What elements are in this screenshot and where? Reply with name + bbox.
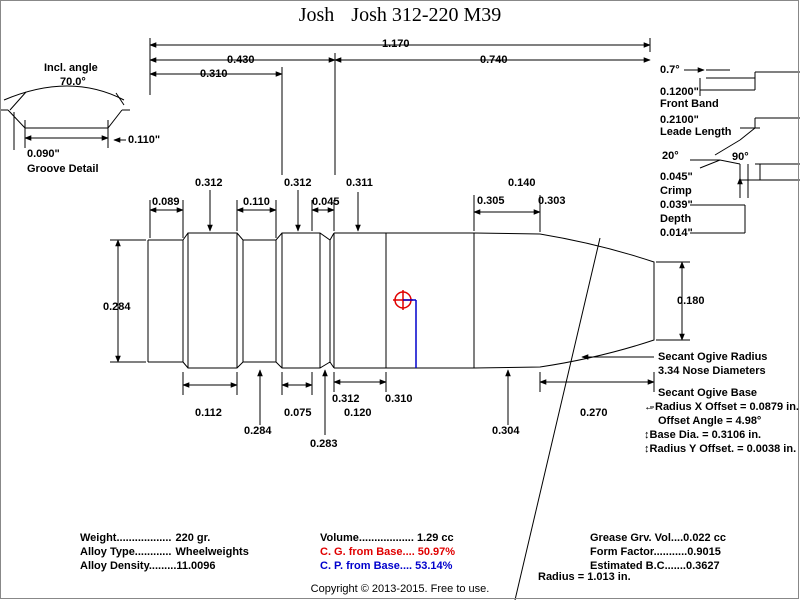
crimp-label: Crimp [660, 185, 692, 197]
dim-0140: 0.140 [508, 177, 536, 189]
dim-0312-lower: 0.312 [332, 393, 360, 405]
dim-0110: 0.110 [243, 196, 270, 208]
ogive-base-title: Secant Ogive Base [658, 387, 758, 399]
band-angle: 0.7° [660, 64, 680, 76]
dim-310-top: 0.310 [200, 68, 228, 80]
angle-20: 20° [662, 150, 679, 162]
ogive-radius-label: Secant Ogive Radius [658, 351, 768, 363]
dim-band1-dia: 0.312 [195, 177, 223, 189]
cp-marker [403, 299, 417, 368]
dim-overall-length: 1.170 [382, 38, 410, 50]
incl-angle-value: 70.0° [60, 76, 86, 88]
stat-weight: Weight..................220 gr. [80, 532, 211, 544]
groove-detail-caption: Groove Detail [27, 163, 99, 175]
bullet-outline [147, 232, 655, 369]
dim-meplat: 0.180 [677, 295, 705, 307]
stats-right: Grease Grv. Vol....0.022 cc Form Factor.… [590, 531, 726, 573]
crimp-depth-value: 0.039" [660, 199, 693, 211]
dim-base-dia: 0.284 [103, 301, 131, 313]
copyright-notice: Copyright © 2013-2015. Free to use. [310, 583, 490, 595]
dim-band2-dia: 0.312 [284, 177, 312, 189]
updown-arrow-icon: ↕ [644, 443, 650, 455]
left-arrow-icon: ← [644, 401, 655, 413]
ogive-radius-y: ↕Radius Y Offset. = 0.0038 in. [644, 443, 797, 455]
groove-width: 0.090" [27, 148, 60, 160]
angle-90: 90° [732, 151, 749, 163]
stat-cp-from-base: C. P. from Base....53.14% [320, 560, 453, 572]
ogive-base-dia: ↕Base Dia. = 0.3106 in. [644, 429, 762, 441]
dim-0045: 0.045 [312, 196, 340, 208]
dim-0112: 0.112 [195, 407, 222, 419]
stat-volume: Volume..................1.29 cc [320, 532, 454, 544]
stats-left: Weight..................220 gr. Alloy Ty… [80, 531, 249, 573]
title-design: Josh 312-220 M39 [351, 4, 502, 26]
depth-label: Depth [660, 213, 692, 225]
stats-middle: Volume..................1.29 cc C. G. fr… [320, 531, 455, 573]
dim-0303: 0.303 [538, 195, 566, 207]
dim-430: 0.430 [227, 54, 255, 66]
dim-0270: 0.270 [580, 407, 608, 419]
front-band-label: Front Band [660, 98, 719, 110]
updown-arrow-icon: ↕ [644, 429, 650, 441]
stat-alloy-density: Alloy Density.........11.0096 [80, 560, 216, 572]
ogive-radius-line [514, 237, 601, 600]
title-designer: Josh [298, 4, 335, 26]
crimp-value: 0.045" [660, 171, 693, 183]
dim-0305: 0.305 [477, 195, 505, 207]
dim-0089: 0.089 [152, 196, 180, 208]
groove-detail-arc [3, 85, 125, 101]
ogive-nose-diameters: 3.34 Nose Diameters [658, 365, 766, 377]
depth-value: 0.014" [660, 227, 693, 239]
dim-740: 0.740 [480, 54, 508, 66]
dim-0304: 0.304 [492, 425, 520, 437]
dim-body-dia: 0.311 [346, 177, 373, 189]
dim-0075: 0.075 [284, 407, 312, 419]
groove-offset: 0.110" [128, 134, 161, 146]
incl-angle-label: Incl. angle [44, 62, 98, 74]
stat-grease-groove-volume: Grease Grv. Vol....0.022 cc [590, 532, 726, 544]
ogive-offset-angle: Offset Angle = 4.98° [658, 415, 762, 427]
dim-0310-lower: 0.310 [385, 393, 413, 405]
stat-alloy-type: Alloy Type............Wheelweights [80, 546, 249, 558]
ogive-radius-x: ←Radius X Offset = 0.0879 in. [644, 401, 799, 413]
ogive-radius: Radius = 1.013 in. [538, 571, 631, 583]
dim-0283: 0.283 [310, 438, 338, 450]
page-title: Josh Josh 312-220 M39 [0, 4, 800, 27]
front-band-value: 0.1200" [660, 86, 699, 98]
dim-0120: 0.120 [344, 407, 372, 419]
dim-0284-lower: 0.284 [244, 425, 272, 437]
leade-value: 0.2100" [660, 114, 699, 126]
stat-estimated-bc: Estimated B.C.......0.3627 [590, 560, 720, 572]
leade-label: Leade Length [660, 126, 732, 138]
stat-cg-from-base: C. G. from Base....50.97% [320, 546, 456, 558]
stat-form-factor: Form Factor...........0.9015 [590, 546, 721, 558]
